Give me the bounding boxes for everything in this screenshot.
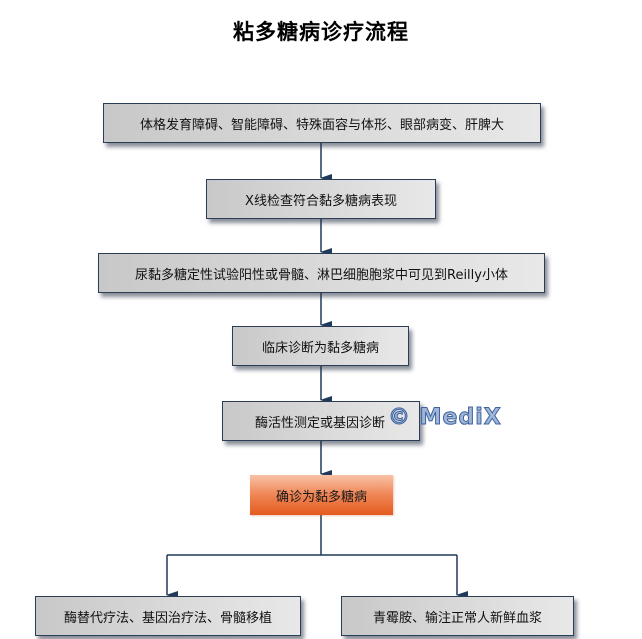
- node-urine-test: 尿黏多糖定性试验阳性或骨髓、淋巴细胞胞浆中可见到Reilly小体: [98, 253, 545, 293]
- node-xray: X线检查符合黏多糖病表现: [206, 179, 436, 219]
- node-label: 体格发育障碍、智能障碍、特殊面容与体形、眼部病变、肝脾大: [139, 117, 504, 133]
- node-label: 尿黏多糖定性试验阳性或骨髓、淋巴细胞胞浆中可见到Reilly小体: [135, 267, 508, 283]
- node-clinical-diagnosis: 临床诊断为黏多糖病: [232, 326, 409, 366]
- node-label: 酶替代疗法、基因治疗法、骨髓移植: [63, 610, 272, 626]
- node-label: 酶活性测定或基因诊断: [255, 415, 386, 431]
- diagram-title: 粘多糖病诊疗流程: [233, 20, 409, 44]
- node-confirmed: 确诊为黏多糖病: [250, 475, 393, 515]
- watermark: © MediX: [388, 405, 502, 431]
- node-symptoms: 体格发育障碍、智能障碍、特殊面容与体形、眼部病变、肝脾大: [103, 103, 541, 143]
- node-label: 确诊为黏多糖病: [275, 489, 367, 505]
- node-treatment-b: 青霉胺、输注正常人新鲜血浆: [341, 596, 574, 636]
- node-label: 临床诊断为黏多糖病: [261, 340, 379, 356]
- node-enzyme-test: 酶活性测定或基因诊断: [222, 401, 420, 441]
- node-treatment-a: 酶替代疗法、基因治疗法、骨髓移植: [35, 596, 301, 636]
- node-label: 青霉胺、输注正常人新鲜血浆: [372, 610, 542, 626]
- node-label: X线检查符合黏多糖病表现: [245, 193, 397, 209]
